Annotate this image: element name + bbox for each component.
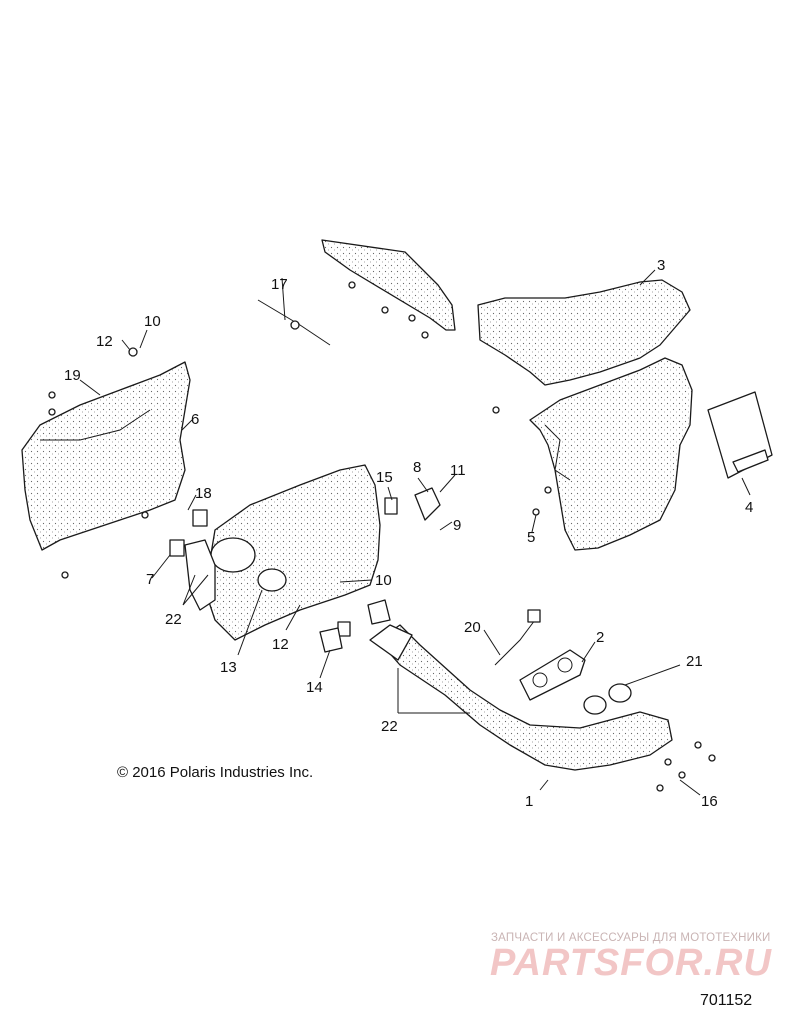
callout-13: 13 xyxy=(220,659,237,676)
callout-3: 3 xyxy=(657,257,665,274)
spring-15 xyxy=(384,497,398,515)
leader-lines xyxy=(79,269,751,796)
callout-12-top: 12 xyxy=(96,333,113,350)
callout-10-mid: 10 xyxy=(375,572,392,589)
heat-shield-rear xyxy=(529,357,693,551)
gasket xyxy=(519,649,586,701)
head-pipe xyxy=(369,624,673,771)
callout-19: 19 xyxy=(64,367,81,384)
callout-labels: 1 2 3 4 5 6 7 8 9 10 10 11 12 12 13 14 1… xyxy=(64,257,753,810)
copyright-notice: © 2016 Polaris Industries Inc. xyxy=(117,764,314,781)
callout-5: 5 xyxy=(527,529,535,546)
callout-22-left: 22 xyxy=(165,611,182,628)
callout-9: 9 xyxy=(453,517,461,534)
spring-7 xyxy=(169,539,185,557)
bracket-8 xyxy=(414,487,441,521)
callout-6: 6 xyxy=(191,411,199,428)
callout-16: 16 xyxy=(701,793,718,810)
callout-14: 14 xyxy=(306,679,323,696)
seal-rings xyxy=(583,683,632,715)
strap-tie xyxy=(257,299,331,346)
spring-18 xyxy=(192,509,208,527)
document-number: 701152 xyxy=(700,992,753,1009)
muffler xyxy=(184,464,381,641)
callout-4: 4 xyxy=(745,499,753,516)
callout-1: 1 xyxy=(525,793,533,810)
watermark-logo: PARTSFOR.RU xyxy=(490,942,772,984)
oxygen-sensor xyxy=(494,609,541,666)
callout-20: 20 xyxy=(464,619,481,636)
callout-17: 17 xyxy=(271,276,288,293)
bracket-mid xyxy=(367,599,391,625)
hardware xyxy=(48,281,716,792)
shield-plate xyxy=(707,391,773,479)
bracket-14 xyxy=(319,627,343,653)
callout-12-mid: 12 xyxy=(272,636,289,653)
heat-shield-upper xyxy=(321,239,691,386)
callout-22-pipe: 22 xyxy=(381,718,398,735)
heat-shield-left xyxy=(21,361,191,551)
callout-8: 8 xyxy=(413,459,421,476)
callout-2: 2 xyxy=(596,629,604,646)
callout-15: 15 xyxy=(376,469,393,486)
callout-21: 21 xyxy=(686,653,703,670)
callout-10-top: 10 xyxy=(144,313,161,330)
callout-11: 11 xyxy=(450,462,466,479)
watermark-tagline: ЗАПЧАСТИ И АКСЕССУАРЫ ДЛЯ МОТОТЕХНИКИ xyxy=(491,932,771,944)
callout-7: 7 xyxy=(146,571,154,588)
callout-18: 18 xyxy=(195,485,212,502)
